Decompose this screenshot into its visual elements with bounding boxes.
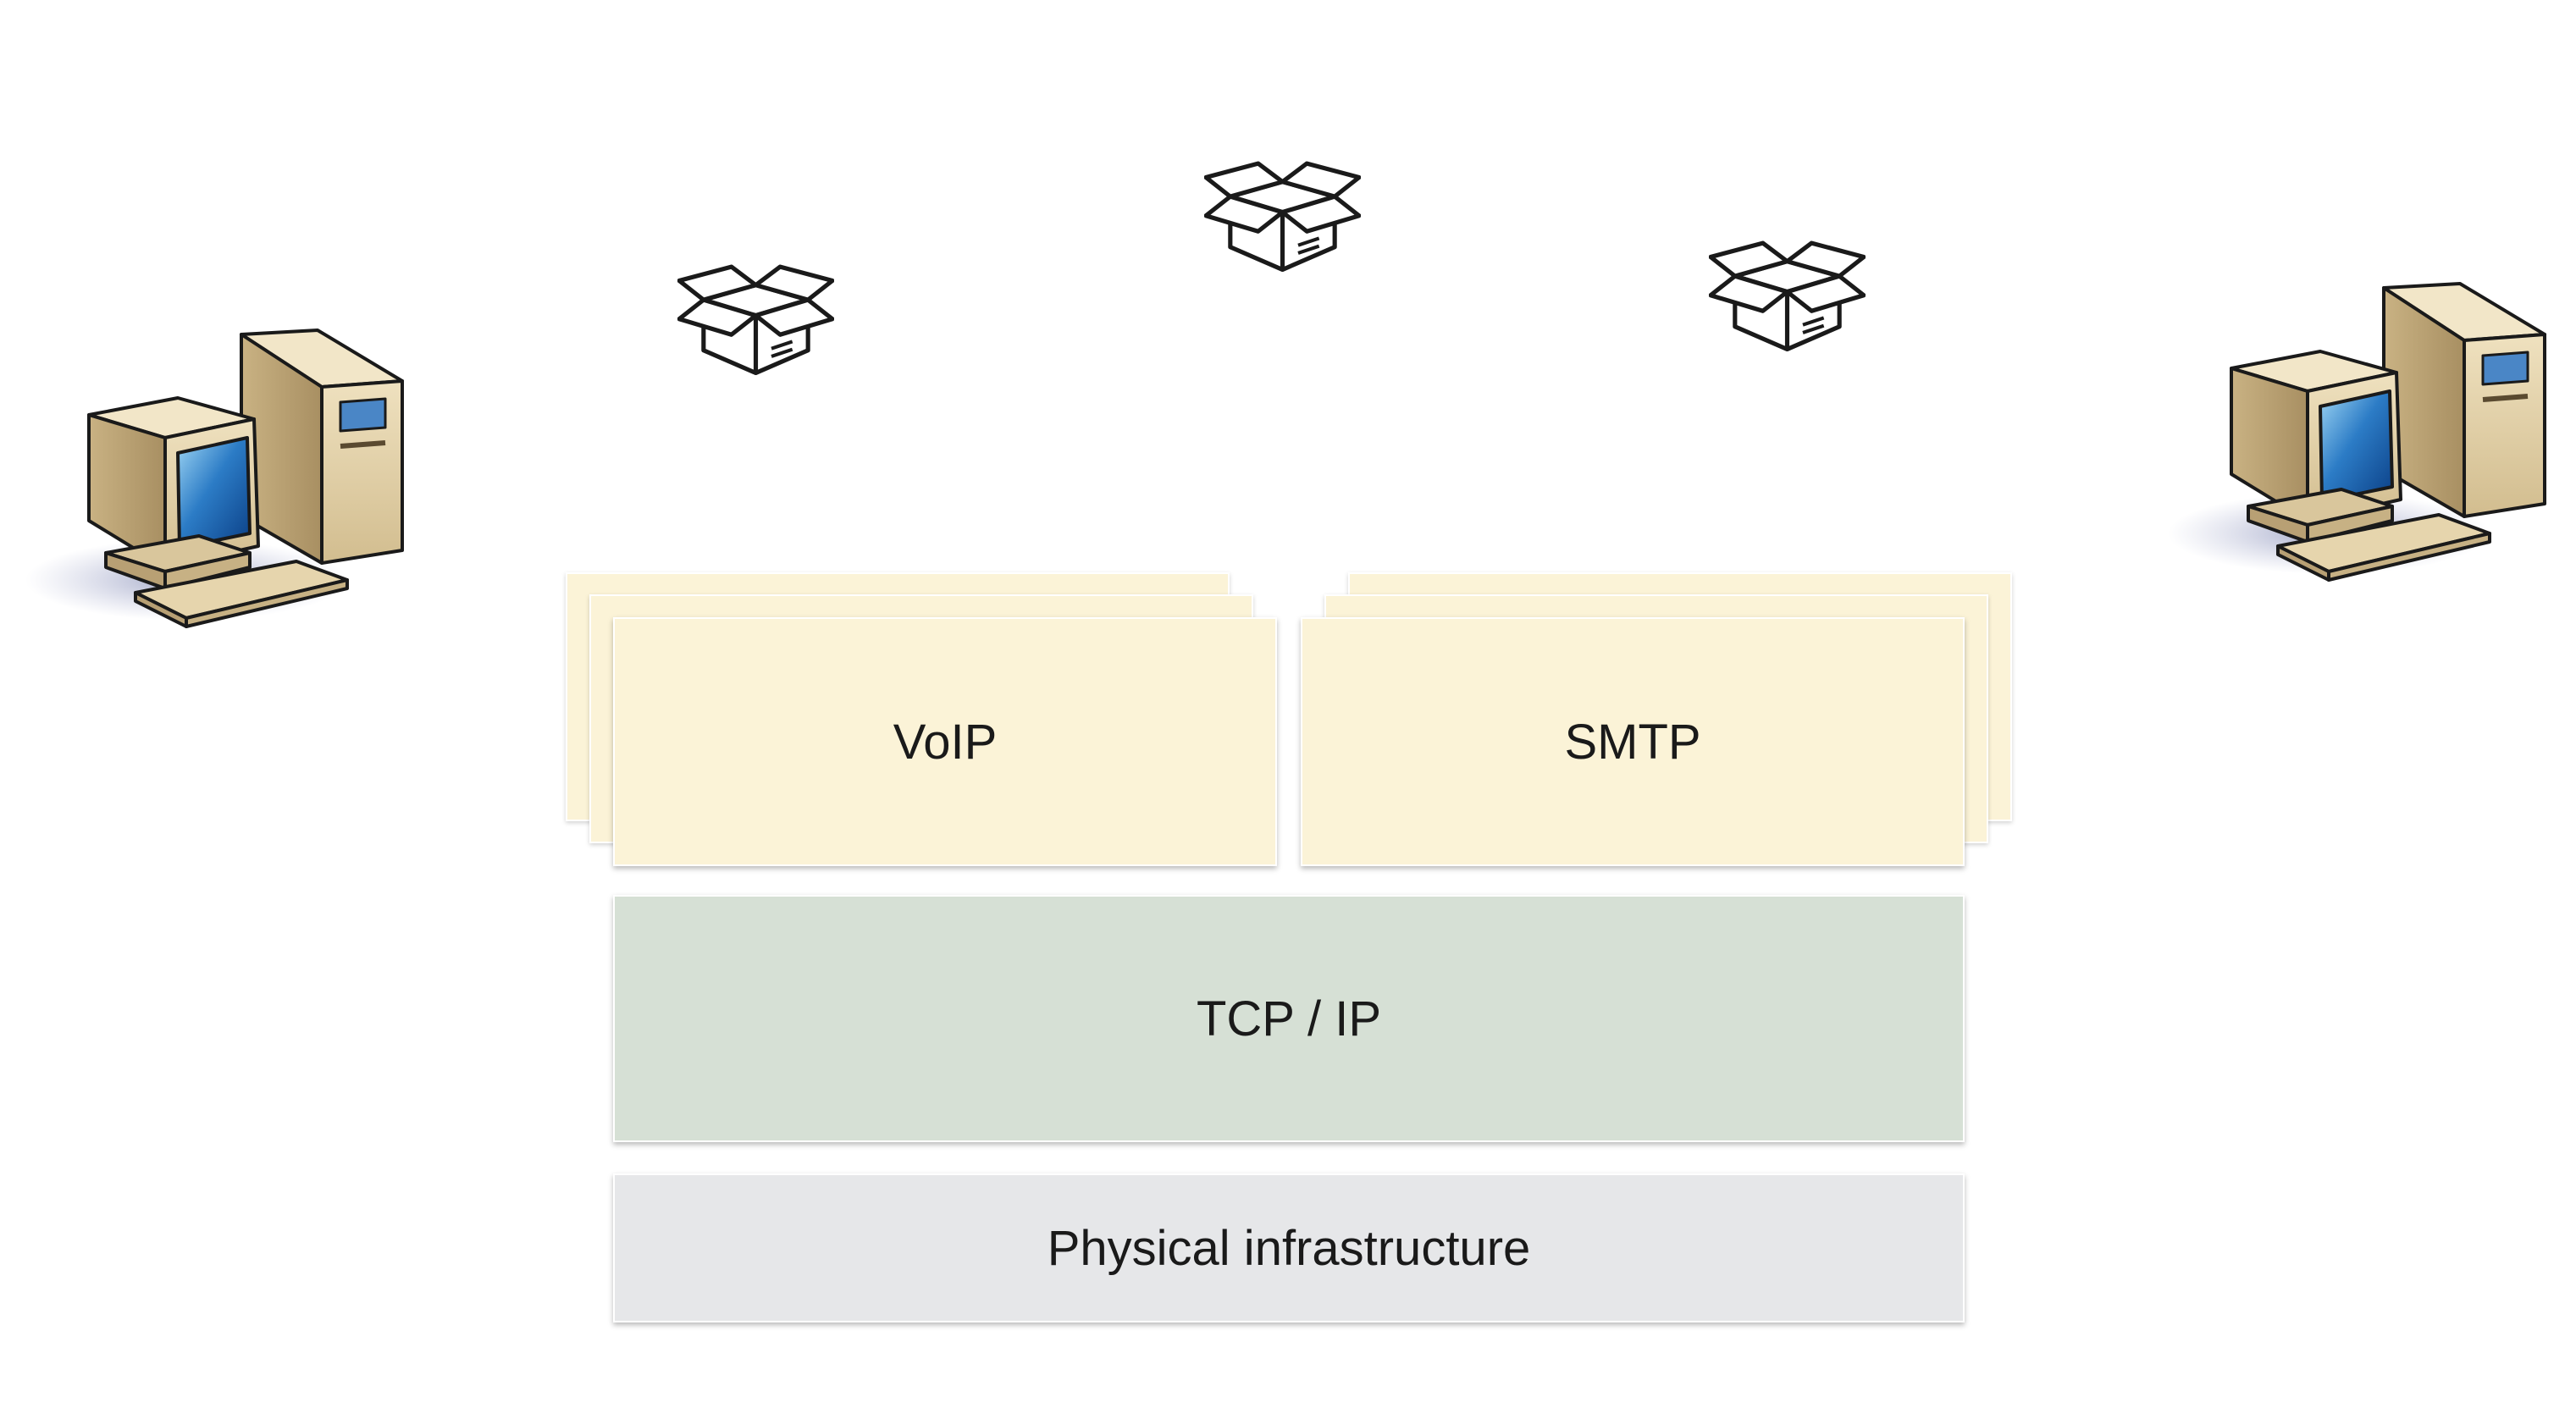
voip-layer: VoIP [613,617,1277,866]
physical-infrastructure-layer: Physical infrastructure [613,1173,1965,1322]
computer-left-icon [25,326,415,648]
smtp-layer: SMTP [1301,617,1965,866]
physical-infrastructure-label: Physical infrastructure [1047,1220,1531,1276]
package-right-icon [1709,222,1866,353]
package-left-icon [677,246,834,377]
smtp-label: SMTP [1564,714,1701,770]
computer-right-icon [2168,279,2557,601]
tcp-ip-label: TCP / IP [1196,991,1382,1046]
tcp-ip-layer: TCP / IP [613,895,1965,1142]
voip-label: VoIP [893,714,998,770]
package-middle-icon [1204,142,1361,273]
